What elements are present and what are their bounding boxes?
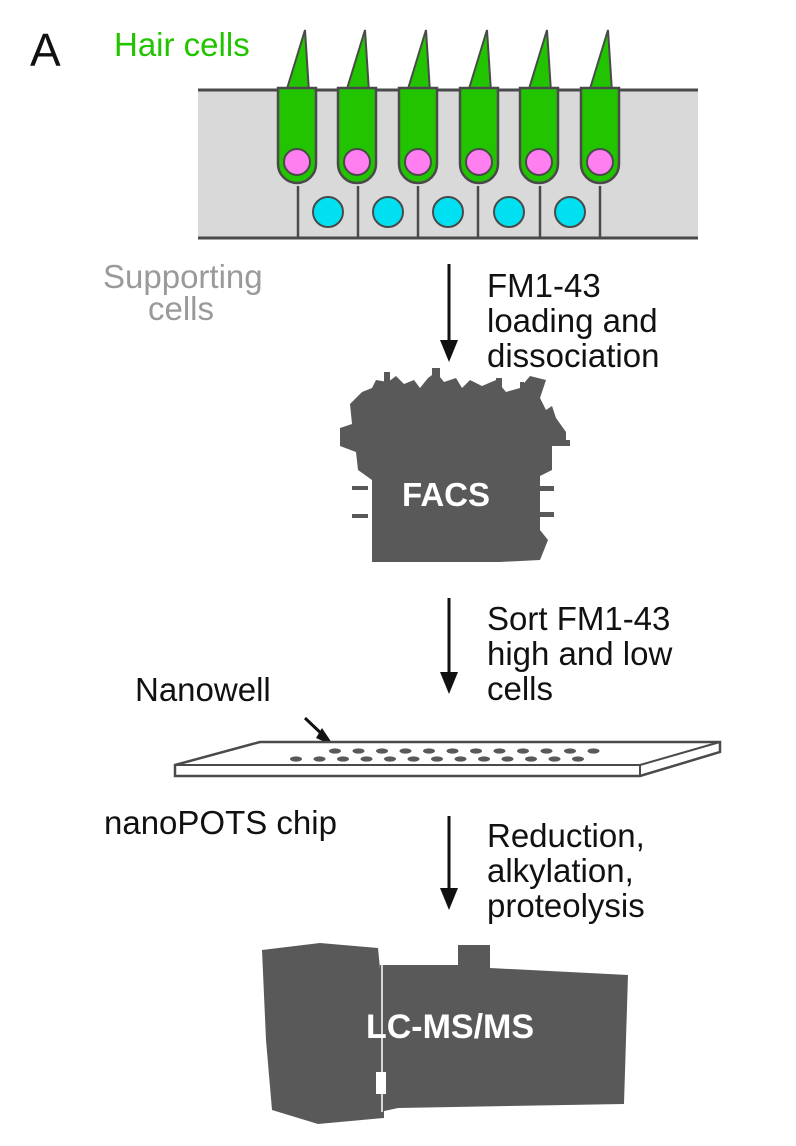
- chip-label: nanoPOTS chip: [104, 804, 337, 841]
- nanowell: [446, 748, 459, 754]
- step-1-line-1: FM1-43: [487, 267, 601, 304]
- nanowell: [587, 748, 600, 754]
- nanowell: [407, 756, 420, 762]
- step-2-line-2: high and low: [487, 635, 672, 672]
- nanowell: [329, 748, 341, 754]
- nanowell: [431, 756, 443, 762]
- hair-cell-nucleus: [404, 148, 432, 176]
- nanowell: [352, 748, 365, 754]
- step-1-text: FM1-43 loading and dissociation: [487, 267, 667, 374]
- nanowell: [564, 748, 576, 754]
- arrow-step-3: [440, 816, 458, 910]
- step-1-line-2: loading and: [487, 302, 658, 339]
- nanowell: [501, 756, 514, 762]
- lcms-instrument: [262, 943, 628, 1124]
- hair-cell-nucleus: [465, 148, 493, 176]
- supporting-cells-label-line2: cells: [148, 290, 214, 327]
- step-3-line-3: proteolysis: [487, 887, 645, 924]
- nanowell: [313, 756, 326, 762]
- nanopots-chip: [173, 740, 722, 778]
- nanowells: [290, 748, 600, 762]
- nanowell: [454, 756, 467, 762]
- hair-cells: [276, 29, 621, 185]
- nanowell: [478, 756, 490, 762]
- hair-cell: [276, 29, 318, 185]
- nanowell: [517, 748, 529, 754]
- lcms-label: LC-MS/MS: [366, 1008, 534, 1046]
- nanowell-label: Nanowell: [135, 671, 271, 708]
- nanowell: [548, 756, 561, 762]
- hair-cell: [397, 29, 439, 185]
- nanowell: [525, 756, 537, 762]
- hair-cells-label: Hair cells: [114, 26, 250, 63]
- hair-cell-nucleus: [283, 148, 311, 176]
- step-3-text: Reduction, alkylation, proteolysis: [487, 817, 654, 924]
- epithelium-illustration: [198, 29, 698, 240]
- hair-cell: [458, 29, 500, 185]
- supporting-cells-label-line1: Supporting: [103, 258, 263, 295]
- supporting-cell-boundaries: [296, 186, 602, 238]
- hair-cell-nucleus: [343, 148, 371, 176]
- hair-cell: [579, 29, 621, 185]
- step-2-text: Sort FM1-43 high and low cells: [487, 600, 681, 707]
- hair-cell: [518, 29, 560, 185]
- nanowell: [290, 756, 302, 762]
- nanowell: [470, 748, 482, 754]
- nanowell: [399, 748, 412, 754]
- facs-instrument: [340, 368, 570, 562]
- nanowell: [384, 756, 396, 762]
- nanowell: [423, 748, 435, 754]
- nanowell: [572, 756, 584, 762]
- facs-label: FACS: [402, 476, 490, 513]
- arrow-step-2: [440, 598, 458, 694]
- nanowell: [376, 748, 388, 754]
- hair-cell-nucleus: [525, 148, 553, 176]
- step-3-line-1: Reduction,: [487, 817, 645, 854]
- hair-cell: [336, 29, 378, 185]
- step-2-line-3: cells: [487, 670, 553, 707]
- hair-cell-nucleus: [586, 148, 614, 176]
- nanowell: [493, 748, 506, 754]
- step-2-line-1: Sort FM1-43: [487, 600, 670, 637]
- nanowell: [540, 748, 553, 754]
- panel-label: A: [30, 24, 61, 76]
- nanowell: [337, 756, 349, 762]
- nanowell: [360, 756, 373, 762]
- supporting-cell-nuclei: [312, 196, 586, 228]
- step-3-line-2: alkylation,: [487, 852, 634, 889]
- arrow-step-1: [440, 264, 458, 362]
- step-1-line-3: dissociation: [487, 337, 659, 374]
- supporting-cells-label: Supporting cells: [103, 258, 272, 327]
